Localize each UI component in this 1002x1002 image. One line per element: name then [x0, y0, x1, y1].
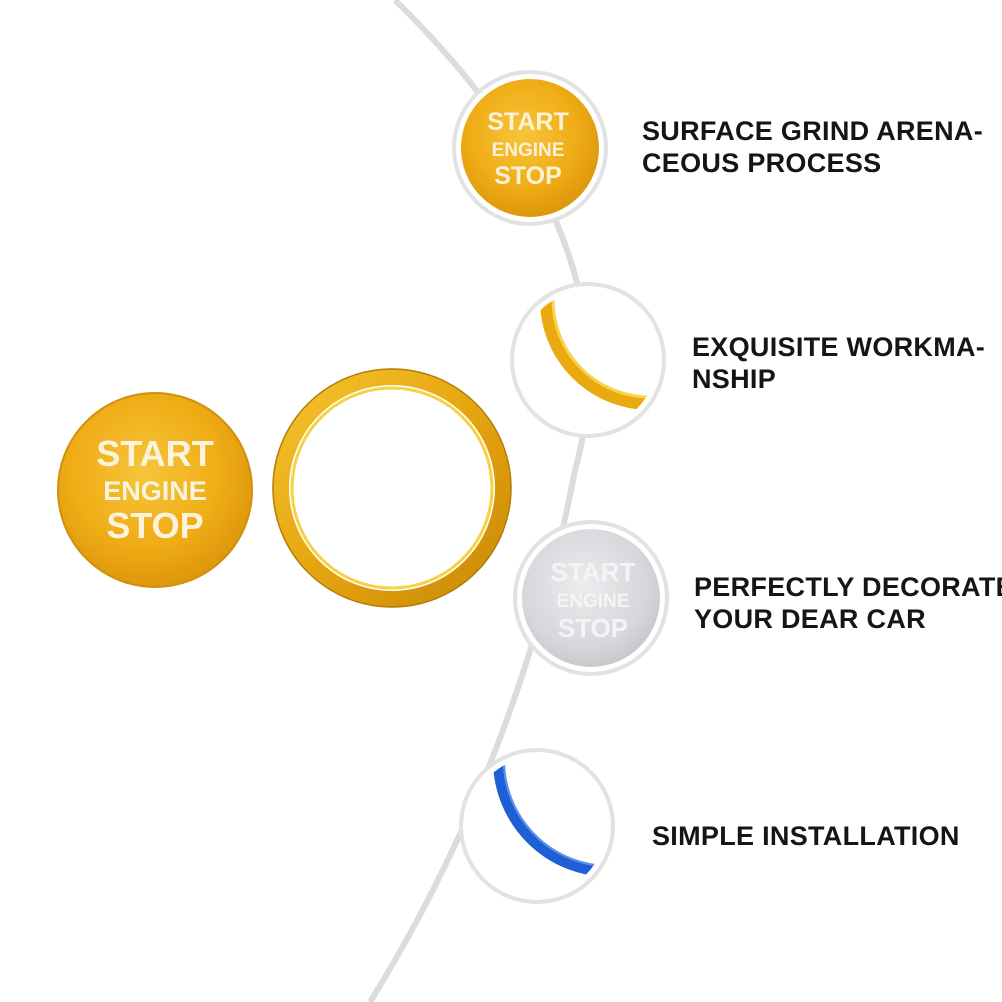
- thumb3-label-start: START: [551, 557, 636, 587]
- thumb3-label-engine: ENGINE: [557, 591, 630, 612]
- feature-1-line-2: CEOUS PROCESS: [642, 148, 882, 178]
- main-button-label-engine: ENGINE: [103, 476, 207, 506]
- feature-thumb-gold-button: START ENGINE STOP: [452, 70, 608, 226]
- feature-3-line-2: YOUR DEAR CAR: [694, 604, 926, 634]
- feature-text-workmanship: EXQUISITE WORKMA- NSHIP: [692, 331, 985, 395]
- thumb1-label-engine: ENGINE: [492, 140, 565, 161]
- thumb1-label-stop: STOP: [494, 162, 562, 190]
- feature-2-line-2: NSHIP: [692, 364, 777, 394]
- feature-text-decorate: PERFECTLY DECORATE YOUR DEAR CAR: [694, 571, 1002, 635]
- feature-3-line-1: PERFECTLY DECORATE: [694, 572, 1002, 602]
- main-button-label-stop: STOP: [106, 505, 203, 546]
- thumb3-label-stop: STOP: [558, 613, 628, 643]
- feature-2-line-1: EXQUISITE WORKMA-: [692, 332, 986, 362]
- main-engine-button: START ENGINE STOP: [57, 392, 253, 588]
- thumb1-label-start: START: [487, 108, 568, 136]
- feature-text-surface-grind: SURFACE GRIND ARENA- CEOUS PROCESS: [642, 115, 983, 179]
- feature-thumb-blue-ring: [459, 748, 615, 904]
- main-button-label-start: START: [96, 433, 213, 474]
- main-trim-ring: [272, 368, 512, 608]
- feature-1-line-1: SURFACE GRIND ARENA-: [642, 116, 984, 146]
- feature-thumb-silver-button: START ENGINE STOP: [513, 520, 669, 676]
- feature-text-installation: SIMPLE INSTALLATION: [652, 820, 960, 852]
- feature-thumb-gold-ring: [510, 282, 666, 438]
- feature-4-line-1: SIMPLE INSTALLATION: [652, 821, 960, 851]
